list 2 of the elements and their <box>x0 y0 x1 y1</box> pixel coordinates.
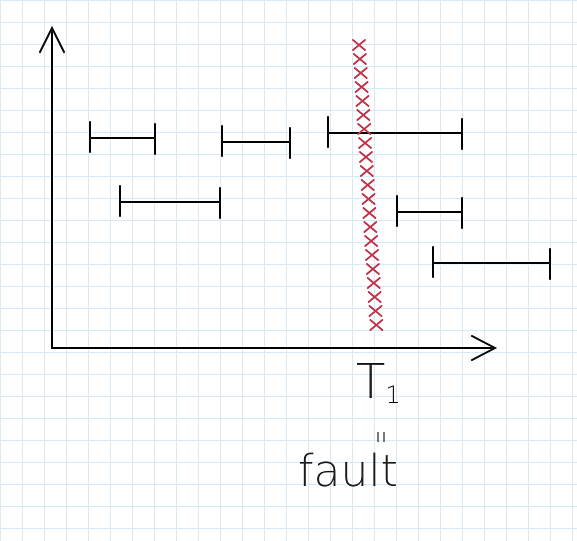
axis-label: fault <box>298 450 398 494</box>
axis-label: T$_{1}$ <box>356 358 401 407</box>
